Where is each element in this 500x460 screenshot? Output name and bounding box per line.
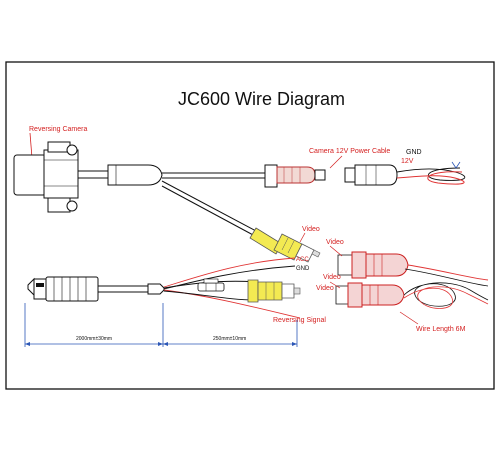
video-rca-plug-mid xyxy=(247,279,301,303)
wire-length-label: Wire Length 6M xyxy=(416,326,466,333)
video-mid-label: Video xyxy=(316,285,334,292)
gnd-wire xyxy=(396,167,466,181)
v12-wire xyxy=(396,171,465,185)
power-cable-pointer xyxy=(329,155,343,169)
reversing-camera xyxy=(13,141,79,213)
wire-end-mark xyxy=(451,161,461,169)
acc-wire xyxy=(163,257,296,288)
v12-label: 12V xyxy=(401,158,414,165)
reversing-signal-label: Reversing Signal xyxy=(273,317,326,324)
gnd-top-label: GND xyxy=(406,149,422,156)
video-cable-top xyxy=(161,180,259,233)
video-rca-socket-top xyxy=(337,251,409,279)
wire-length-pointer xyxy=(399,311,419,325)
video-right-top-label: Video xyxy=(326,239,344,246)
dimension-lines xyxy=(24,303,298,347)
camera-power-plug xyxy=(264,164,326,188)
fuse-holder xyxy=(197,278,225,292)
power-connector xyxy=(344,164,398,186)
video-cable-right-top xyxy=(407,264,489,281)
acc-label: ACC xyxy=(296,257,309,263)
diagram-title: JC600 Wire Diagram xyxy=(178,89,345,109)
wire-coil xyxy=(403,282,489,309)
reversing-camera-label: Reversing Camera xyxy=(29,126,87,133)
dim-right-label: 250mm±10mm xyxy=(213,336,246,342)
video-right-mid-label: Video xyxy=(323,274,341,281)
main-harness-connector xyxy=(27,276,99,302)
video-top-label: Video xyxy=(302,226,320,233)
cable-ferrule xyxy=(147,283,165,295)
diagram-frame xyxy=(5,61,495,390)
power-cable-label: Camera 12V Power Cable xyxy=(309,148,390,155)
cable-splitter xyxy=(107,164,163,186)
video-cable-bottom xyxy=(161,185,256,237)
gnd-mid-label: GND xyxy=(296,266,310,272)
video-rca-plug-top xyxy=(249,227,321,263)
video-rca-socket-mid xyxy=(335,282,405,308)
reversing-camera-pointer xyxy=(29,132,33,159)
dim-left-label: 2000mm±30mm xyxy=(76,336,112,342)
